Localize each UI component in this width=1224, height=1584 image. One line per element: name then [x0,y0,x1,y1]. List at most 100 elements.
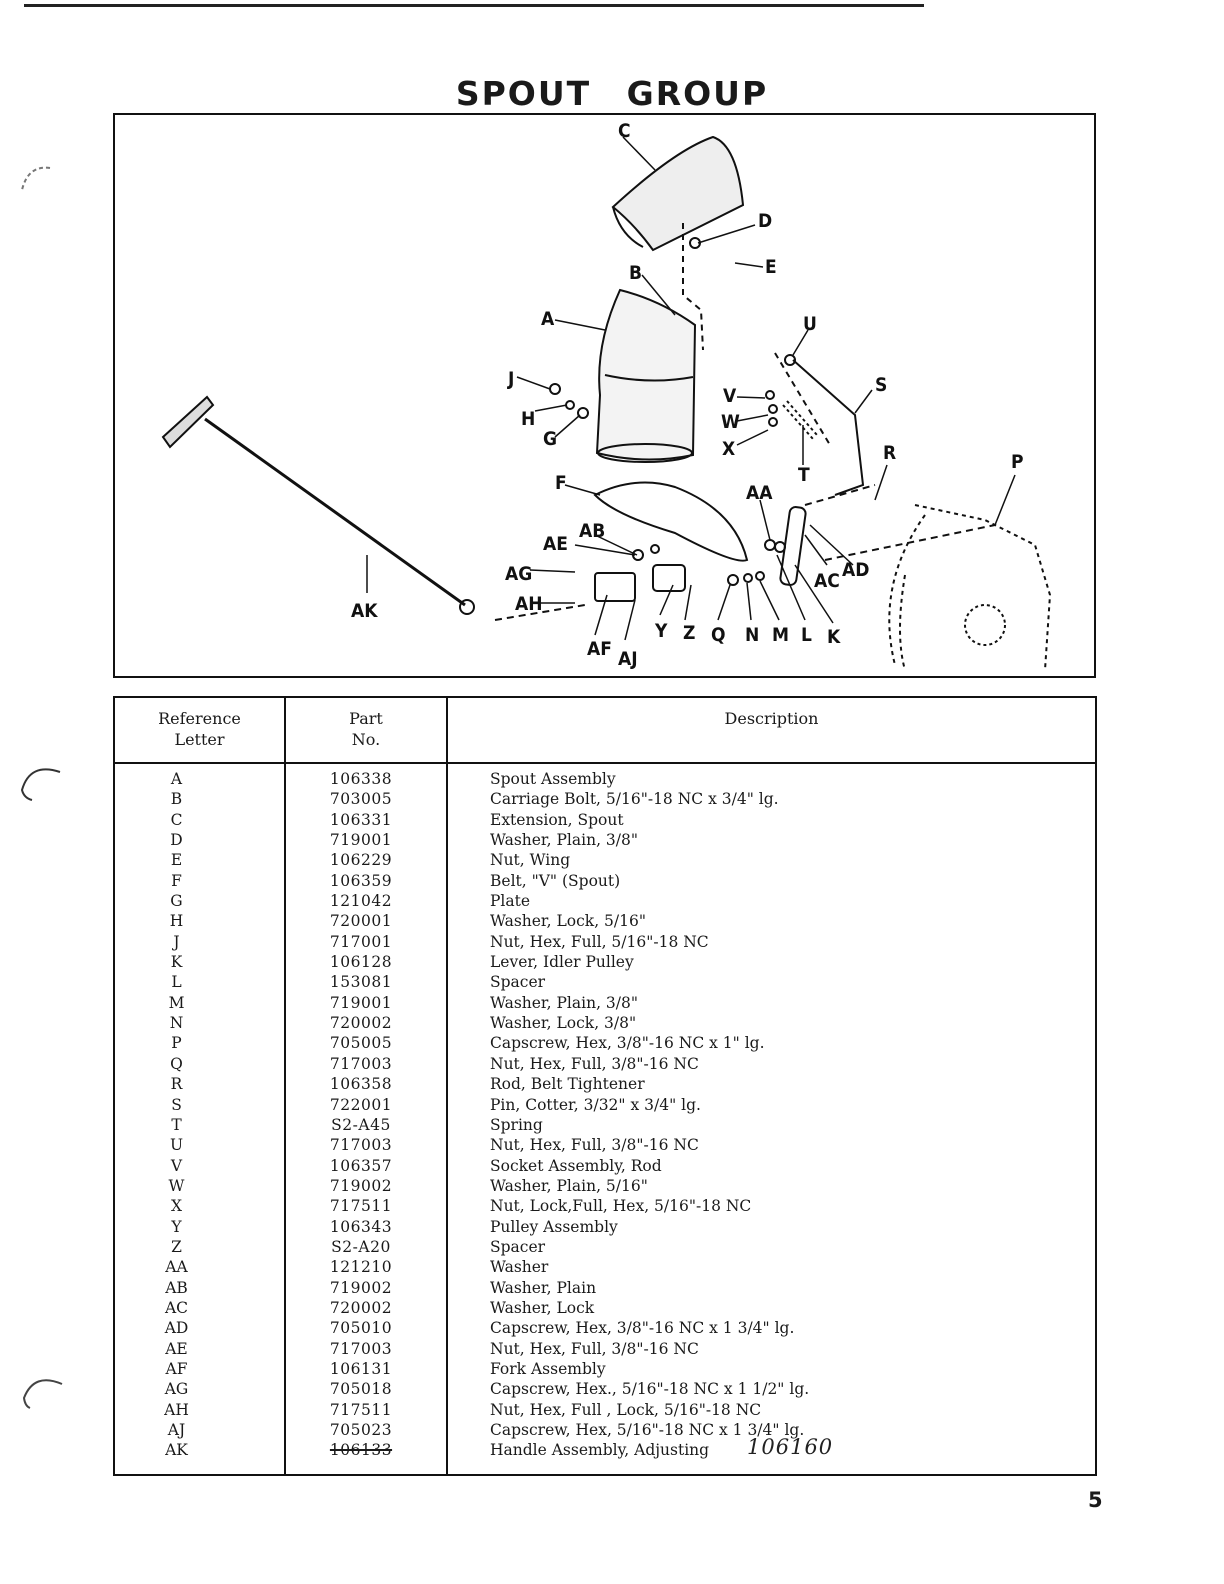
pulley-part [652,564,686,592]
reference-letter: B [170,790,183,809]
part-number: 717001 [329,932,393,951]
reference-letter: AK [165,1441,188,1460]
part-description: Nut, Hex, Full, 5/16"-18 NC [490,932,709,951]
callout-af: AF [587,638,612,660]
reference-letter: AG [164,1380,189,1399]
handwritten-part-correction: 106160 [747,1435,834,1459]
table-row: AH 717511 Nut, Hex, Full , Lock, 5/16"-18 … [115,1400,1095,1420]
part-number: 719001 [329,831,393,850]
part-description: Extension, Spout [490,810,624,829]
part-description: Capscrew, Hex, 3/8"-16 NC x 1 3/4" lg. [490,1319,795,1338]
callout-h: H [521,408,535,430]
part-description: Fork Assembly [490,1359,606,1378]
callout-j: J [507,368,514,390]
reference-letter: C [170,810,183,829]
part-number: 106338 [329,770,393,788]
page-number: 5 [1088,1488,1103,1512]
part-description: Nut, Wing [490,851,571,870]
part-number: 720001 [329,912,393,931]
reference-letter: E [170,851,183,870]
binder-hole-mark [22,1379,63,1409]
callout-aa: AA [746,482,773,504]
callout-v: V [723,385,737,407]
part-number: 719002 [329,1176,393,1195]
binder-hole-mark [20,768,61,801]
reference-letter: AH [164,1400,189,1419]
part-number: 106343 [329,1217,393,1236]
reference-letter: AC [164,1298,189,1317]
belt-tightener-rod-part [792,359,865,496]
callout-n: N [745,624,759,646]
reference-letter: W [168,1176,185,1195]
part-number: 717511 [329,1400,393,1419]
reference-letter: AB [165,1278,188,1297]
callout-k: K [827,626,841,648]
adjusting-handle-part [161,395,215,449]
part-number: 717003 [329,1339,393,1358]
callout-z: Z [683,622,695,644]
part-description: Washer, Plain [490,1278,597,1297]
part-number: S2-A20 [331,1237,391,1256]
callout-f: F [555,472,567,494]
callout-ae: AE [543,533,568,555]
callout-ag: AG [505,563,532,585]
reference-letter: J [173,932,180,951]
part-description: Washer, Plain, 3/8" [490,993,638,1012]
header-part-no: Part No. [349,709,383,749]
header-description: Description [724,709,819,728]
reference-letter: AF [165,1359,188,1378]
callout-b: B [629,262,642,284]
reference-letter: R [170,1075,183,1094]
reference-letter: T [171,1115,182,1134]
part-description: Pin, Cotter, 3/32" x 3/4" lg. [490,1095,701,1114]
part-number: 106358 [329,1075,393,1094]
column-divider [446,698,448,1474]
part-description: Spout Assembly [490,770,616,788]
reference-letter: P [171,1034,182,1053]
part-description: Washer, Plain, 3/8" [490,831,638,850]
part-description: Washer, Lock, 5/16" [490,912,646,931]
callout-aj: AJ [618,648,638,670]
part-description: Socket Assembly, Rod [490,1156,662,1175]
header-divider [115,762,1095,764]
part-description: Washer, Lock, 3/8" [490,1014,637,1033]
page-title: SPOUT GROUP [455,74,769,113]
reference-letter: N [169,1014,184,1033]
callout-m: M [772,624,789,646]
part-number: S2-A45 [331,1115,391,1134]
callout-s: S [875,374,887,396]
callout-d: D [758,210,772,232]
part-number: 106229 [329,851,393,870]
reference-letter: S [171,1095,182,1114]
callout-r: R [883,442,896,464]
binder-hole-mark [21,166,51,191]
part-description: Nut, Hex, Full , Lock, 5/16"-18 NC [490,1400,762,1419]
spout-assembly-part [595,288,697,461]
reference-letter: G [170,892,183,911]
reference-letter: M [168,993,185,1012]
callout-ad: AD [842,559,869,581]
part-number: 719002 [329,1278,393,1297]
part-number: 121042 [329,892,393,911]
reference-letter: AE [165,1339,188,1358]
reference-letter: V [170,1156,183,1175]
top-rule [24,4,924,7]
callout-c: C [618,120,631,142]
